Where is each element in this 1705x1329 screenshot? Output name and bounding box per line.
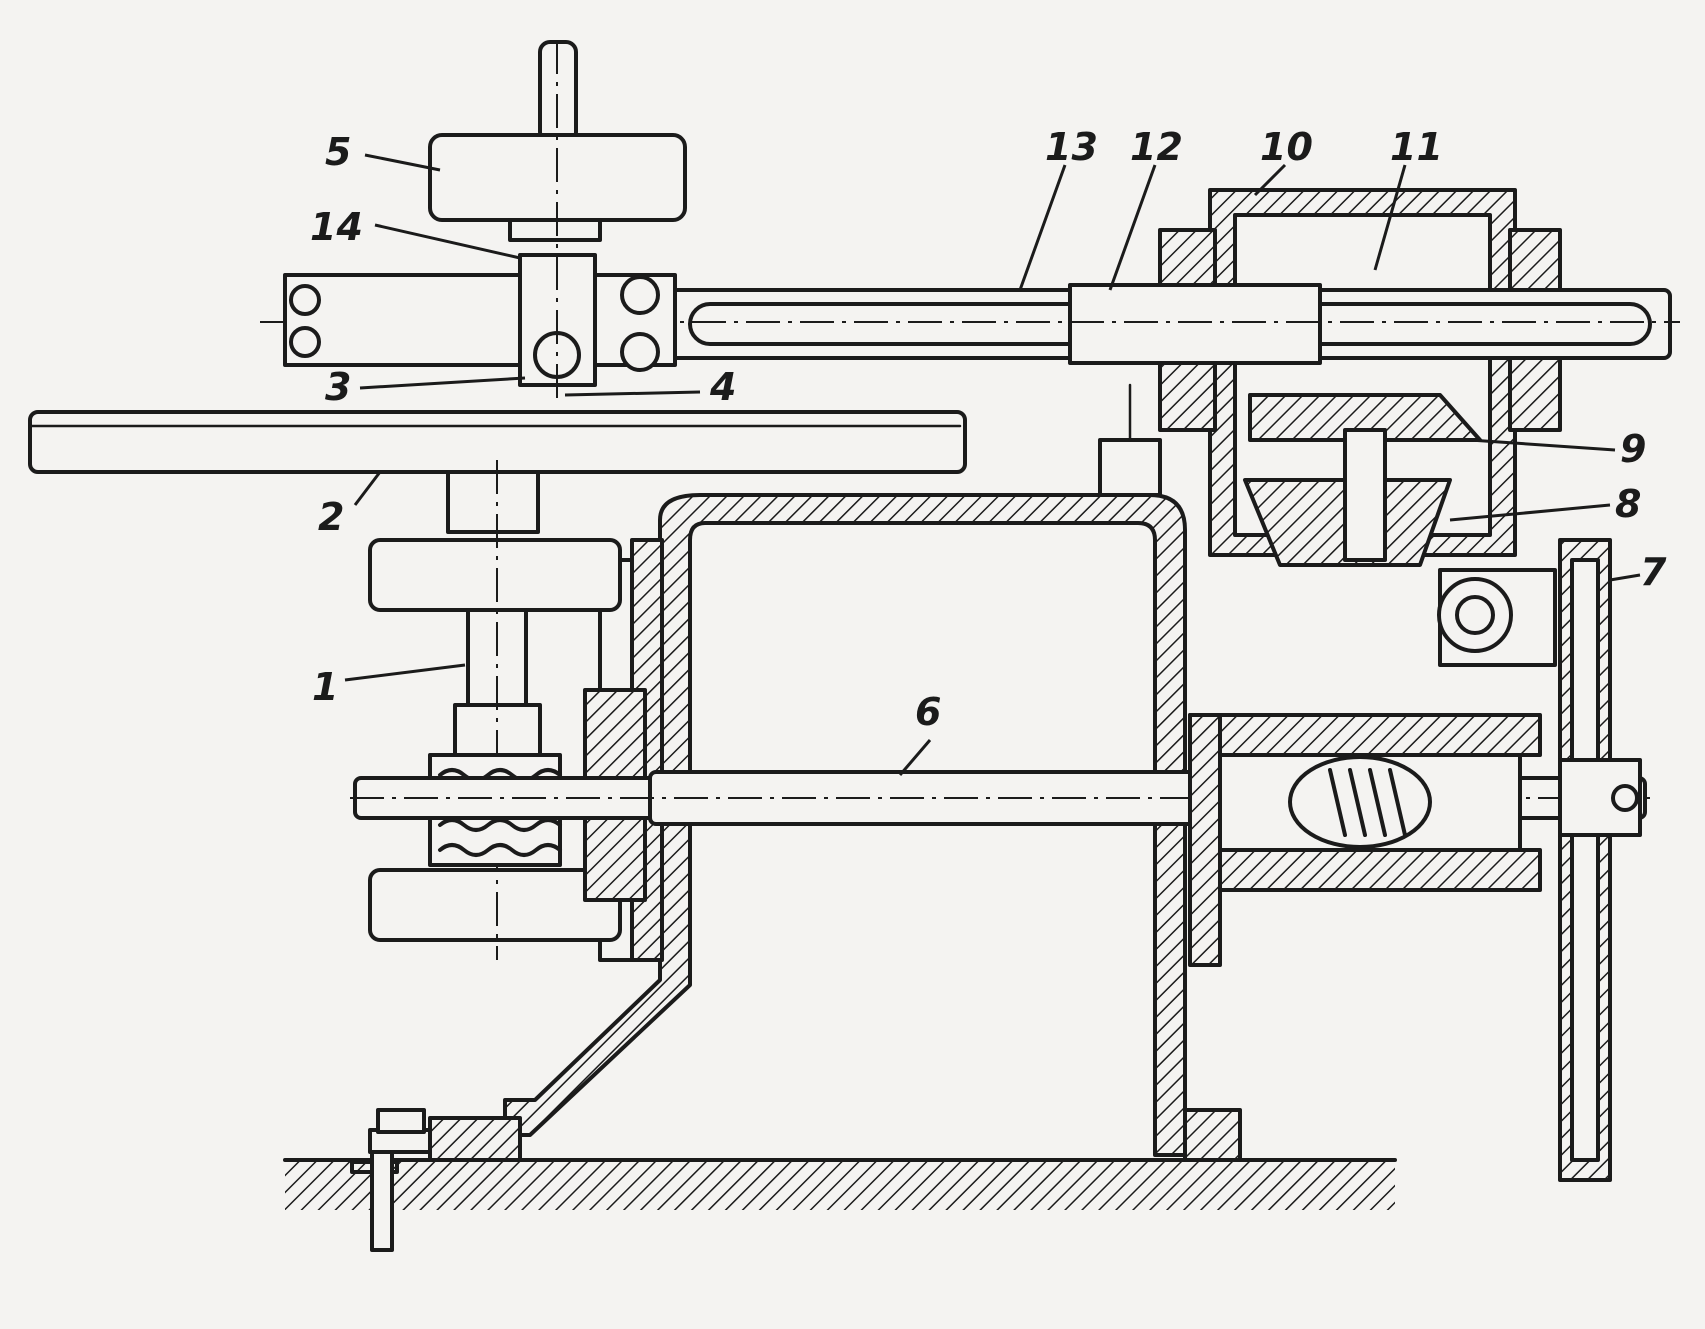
label-12-text: 12 [1130,125,1183,169]
right-foot-block [1183,1108,1242,1162]
label-10-text: 10 [1260,125,1313,169]
clamp-post [1098,383,1162,497]
label-2: 2 [318,471,382,539]
label-14: 14 [310,205,521,260]
label-3-text: 3 [325,365,351,409]
label-11-text: 11 [1390,125,1443,169]
label-14-text: 14 [310,205,363,249]
label-3: 3 [325,365,526,409]
label-7: 7 [1609,550,1667,594]
vertical-shaft [368,460,622,960]
left-bracket-frame [503,493,1187,1157]
bearing-ring [1437,568,1557,667]
right-gearbox-lower [1188,713,1542,967]
label-8: 8 [1449,482,1641,526]
foot-bolt [350,1108,434,1252]
label-5-text: 5 [325,130,351,174]
label-4: 4 [564,365,736,409]
label-8-text: 8 [1615,482,1641,526]
sprocket-wheel [1558,538,1642,1182]
label-2-text: 2 [318,495,344,539]
label-12: 12 [1108,125,1183,291]
label-9-text: 9 [1620,427,1646,471]
handwheel-knob [428,40,687,400]
label-10: 10 [1253,125,1313,197]
label-7-text: 7 [1640,550,1667,594]
label-1-text: 1 [312,665,338,709]
upper-gearbox [1158,188,1562,567]
floor-base [283,1158,1397,1210]
label-5: 5 [325,130,441,174]
label-4-text: 4 [709,365,736,409]
tool-head [283,253,677,387]
label-13-text: 13 [1045,125,1098,169]
label-11: 11 [1373,125,1443,271]
left-foot-block [428,1116,522,1162]
label-6-text: 6 [915,690,941,734]
label-1: 1 [312,663,466,709]
label-6: 6 [898,690,941,776]
label-9: 9 [1469,427,1646,471]
label-13: 13 [1018,125,1098,291]
